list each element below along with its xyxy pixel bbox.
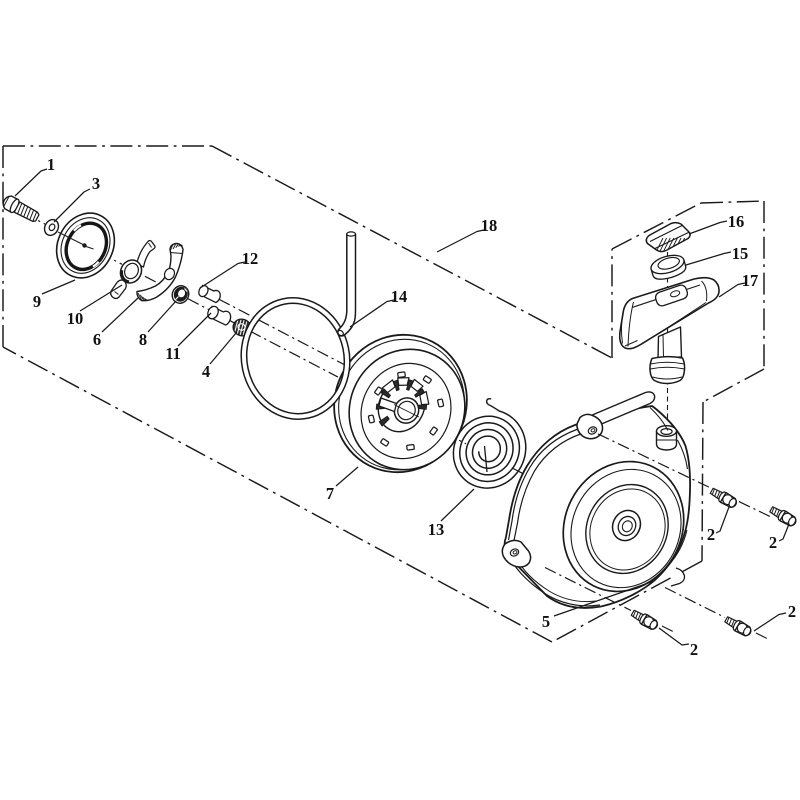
- svg-text:4: 4: [202, 362, 210, 381]
- svg-text:2: 2: [707, 525, 715, 544]
- svg-text:9: 9: [33, 292, 41, 311]
- svg-text:2: 2: [769, 533, 777, 552]
- svg-text:7: 7: [326, 484, 334, 503]
- svg-text:16: 16: [728, 212, 745, 231]
- svg-text:8: 8: [139, 330, 147, 349]
- svg-text:5: 5: [542, 612, 550, 631]
- svg-text:11: 11: [165, 344, 181, 363]
- svg-text:1: 1: [47, 155, 55, 174]
- svg-text:15: 15: [732, 244, 749, 263]
- svg-text:17: 17: [742, 271, 759, 290]
- svg-text:13: 13: [428, 520, 445, 539]
- svg-text:14: 14: [391, 287, 408, 306]
- svg-text:6: 6: [93, 330, 101, 349]
- svg-text:12: 12: [242, 249, 259, 268]
- svg-text:18: 18: [481, 216, 498, 235]
- svg-text:2: 2: [788, 602, 796, 621]
- svg-text:10: 10: [67, 309, 84, 328]
- svg-text:3: 3: [92, 174, 100, 193]
- svg-text:2: 2: [690, 640, 698, 659]
